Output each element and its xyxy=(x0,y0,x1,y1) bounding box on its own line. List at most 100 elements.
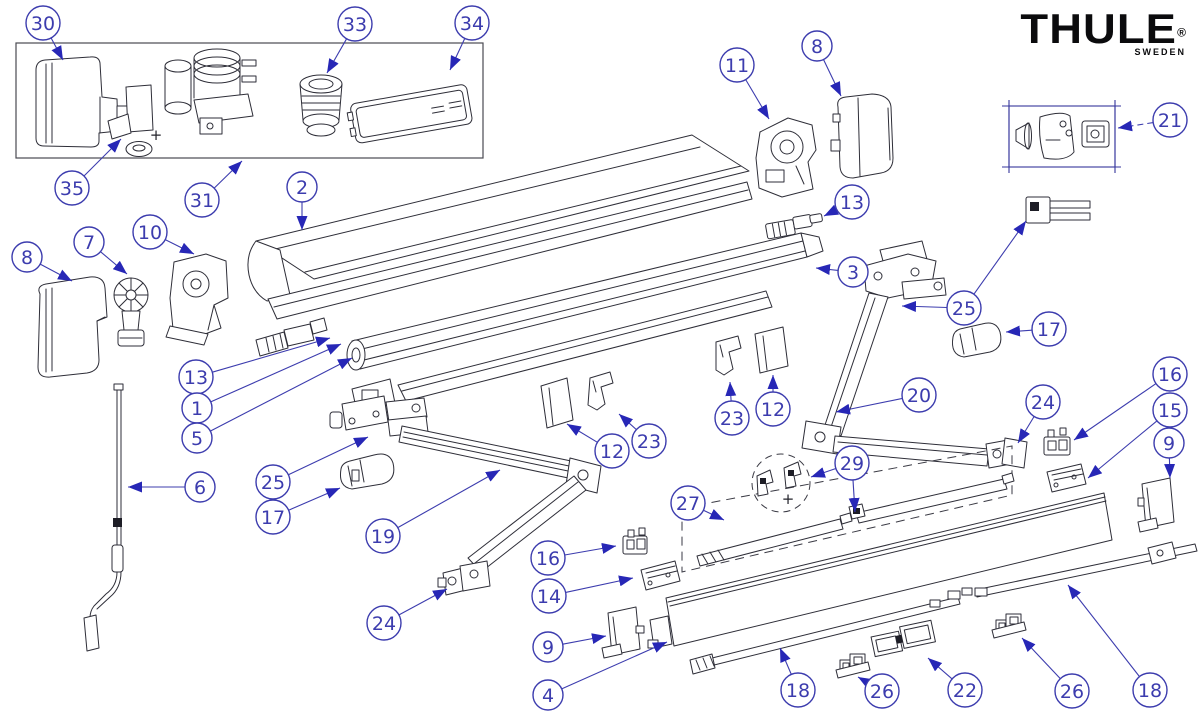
callout-12: 12 xyxy=(566,423,630,469)
callout-25: 25 xyxy=(901,220,1027,326)
callout-circle-14 xyxy=(531,578,567,614)
callout-label: 29 xyxy=(840,453,864,475)
callout-label: 21 xyxy=(1158,110,1182,132)
callout-24: 24 xyxy=(1017,384,1061,444)
callout-circle-2 xyxy=(286,171,318,203)
callout-label: 13 xyxy=(840,192,864,214)
callout-label: 14 xyxy=(537,586,561,608)
callout-circle-17 xyxy=(255,499,291,535)
crank-handle-6 xyxy=(83,383,124,652)
clamp-16-right xyxy=(1043,427,1071,456)
callout-label: 17 xyxy=(261,507,285,529)
fabric-clamp-23-left xyxy=(587,371,614,411)
callout-8: 8 xyxy=(11,241,73,282)
callout-circle-29 xyxy=(834,445,870,481)
rail-profile-5 xyxy=(397,290,773,402)
callout-label: 12 xyxy=(761,399,785,421)
callout-label: 13 xyxy=(184,367,208,389)
callout-label: 24 xyxy=(1031,392,1055,414)
callout-label: 6 xyxy=(194,477,206,499)
callout-circle-13 xyxy=(834,184,870,220)
callout-23: 23 xyxy=(618,413,667,459)
callout-circle-6 xyxy=(184,471,216,503)
callout-23: 23 xyxy=(714,381,750,436)
callout-29: 29 xyxy=(810,445,870,513)
support-rod-18-right xyxy=(947,541,1198,600)
callout-label: 12 xyxy=(600,441,624,463)
callout-13: 13 xyxy=(178,336,331,395)
callout-circle-4 xyxy=(532,679,564,711)
callout-circle-23 xyxy=(714,400,750,436)
callout-8: 8 xyxy=(801,30,842,97)
gearbox-10 xyxy=(165,253,229,346)
callout-21: 21 xyxy=(1117,102,1188,138)
callout-circle-31 xyxy=(184,182,220,218)
callout-circle-25 xyxy=(255,464,291,500)
callout-circle-35 xyxy=(54,170,90,206)
motor-assembly-31 xyxy=(164,48,257,135)
callout-label: 1 xyxy=(191,398,203,420)
callout-label: 26 xyxy=(1060,681,1084,703)
callout-label: 33 xyxy=(343,14,367,36)
roller-tube-3 xyxy=(346,232,824,371)
callout-18: 18 xyxy=(1067,584,1168,708)
callout-27: 27 xyxy=(670,485,725,521)
callout-circle-16 xyxy=(530,540,566,576)
callout-label: 11 xyxy=(725,55,749,77)
callout-34: 34 xyxy=(449,5,490,71)
callout-label: 24 xyxy=(372,613,396,635)
callout-label: 20 xyxy=(907,385,931,407)
end-plate-9-right xyxy=(1137,477,1175,533)
arm-cover-17-right xyxy=(952,322,1002,358)
support-rod-18-left xyxy=(689,596,961,675)
callout-12: 12 xyxy=(755,375,791,427)
callout-circle-19 xyxy=(365,518,401,554)
callout-label: 23 xyxy=(720,408,744,430)
callout-label: 17 xyxy=(1037,319,1061,341)
callout-label: 18 xyxy=(1138,680,1162,702)
callout-circle-18 xyxy=(780,672,816,708)
callout-16: 16 xyxy=(530,540,617,576)
callout-label: 18 xyxy=(786,680,810,702)
callout-18: 18 xyxy=(779,647,816,708)
brand-logo: THULE® SWEDEN xyxy=(1021,8,1186,57)
plus-mark: + xyxy=(782,490,795,508)
callout-5: 5 xyxy=(181,357,353,454)
callout-label: 31 xyxy=(190,190,214,212)
plus-mark: + xyxy=(150,126,163,144)
callout-circle-5 xyxy=(181,422,213,454)
callout-circle-9 xyxy=(532,631,564,663)
registered-mark: ® xyxy=(1177,25,1186,40)
callout-circle-22 xyxy=(947,672,983,708)
right-arm-20 xyxy=(801,240,1028,469)
callout-circle-3 xyxy=(837,256,869,288)
callout-35: 35 xyxy=(54,138,122,206)
callout-10: 10 xyxy=(132,214,195,255)
callout-circle-27 xyxy=(670,485,706,521)
callout-25: 25 xyxy=(255,436,369,500)
callout-circle-10 xyxy=(132,214,168,250)
callout-3: 3 xyxy=(815,256,869,288)
callout-label: 7 xyxy=(83,232,95,254)
brand-subtext: SWEDEN xyxy=(1134,47,1186,57)
callout-24: 24 xyxy=(366,588,448,641)
callout-26: 26 xyxy=(1021,637,1090,709)
callout-circle-11 xyxy=(719,47,755,83)
callout-9: 9 xyxy=(532,631,607,663)
callout-circle-7 xyxy=(73,226,105,258)
callout-label: 23 xyxy=(637,431,661,453)
mount-fork-25 xyxy=(1025,196,1091,224)
callout-label: 4 xyxy=(542,685,554,707)
callout-2: 2 xyxy=(286,171,318,230)
callout-label: 26 xyxy=(870,681,894,703)
control-box-34 xyxy=(346,84,473,144)
callout-circle-9 xyxy=(1153,427,1185,459)
callout-circle-8 xyxy=(11,241,43,273)
left-arm-19 xyxy=(329,378,602,596)
callout-20: 20 xyxy=(835,377,937,415)
callout-circle-16 xyxy=(1152,356,1188,392)
callout-label: 10 xyxy=(138,222,162,244)
callout-label: 3 xyxy=(847,262,859,284)
brand-name: THULE xyxy=(1020,5,1178,52)
